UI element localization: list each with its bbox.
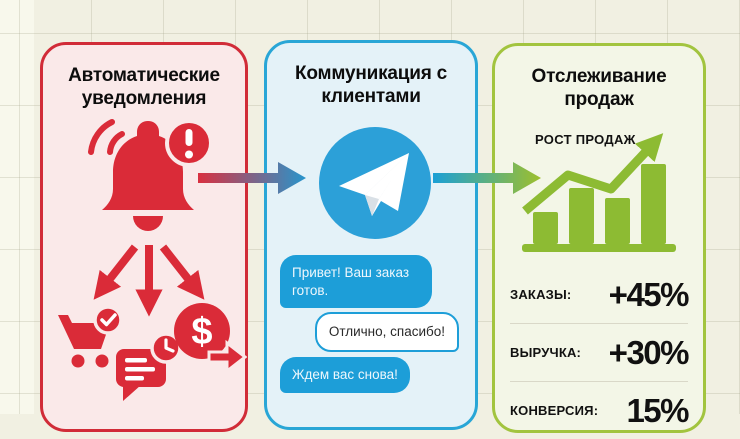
chart-title: РОСТ ПРОДАЖ xyxy=(535,132,636,147)
stat-label: ВЫРУЧКА: xyxy=(510,345,582,360)
stat-row-revenue: ВЫРУЧКА: +30% xyxy=(510,324,690,382)
panel-tracking: Отслеживание продаж РОСТ ПРОДАЖ ЗАКАЗЫ: … xyxy=(492,43,706,433)
stat-value: 15% xyxy=(626,391,689,429)
stat-label: КОНВЕРСИЯ: xyxy=(510,403,599,418)
svg-text:$: $ xyxy=(191,311,212,353)
sales-bar-chart xyxy=(522,133,676,252)
panel-notifications: Автоматические уведомления xyxy=(40,42,248,432)
stats-list: ЗАКАЗЫ: +45% ВЫРУЧКА: +30% КОНВЕРСИЯ: 15… xyxy=(510,266,690,439)
chat-message-business-1: Привет! Ваш заказ готов. xyxy=(280,255,432,309)
bell-alert-icon xyxy=(88,119,213,231)
stat-label: ЗАКАЗЫ: xyxy=(510,287,572,302)
chart-baseline xyxy=(522,244,676,252)
stat-value: +30% xyxy=(608,333,690,371)
fan-arrows-icon xyxy=(93,244,205,317)
telegram-icon xyxy=(319,127,431,239)
panel-tracking-title: Отслеживание продаж xyxy=(531,66,667,111)
chat-message-business-2: Ждем вас снова! xyxy=(280,357,410,393)
flow-arrow-blue-to-green xyxy=(433,162,541,194)
chart-bars xyxy=(533,164,666,244)
paper-margin-strip xyxy=(0,0,34,414)
panel-communication: Коммуникация с клиентами Привет! Ваш зак… xyxy=(264,40,478,430)
flow-arrow-red-to-blue xyxy=(198,162,306,194)
panel-notifications-title: Автоматические уведомления xyxy=(68,65,220,110)
stat-value: +45% xyxy=(608,275,690,313)
cart-check-icon xyxy=(58,305,123,368)
chart-trend-line xyxy=(522,133,664,215)
stat-row-orders: ЗАКАЗЫ: +45% xyxy=(510,266,690,324)
panel-communication-title: Коммуникация с клиентами xyxy=(294,63,448,108)
chat-message-client: Отлично, спасибо! xyxy=(314,312,459,352)
stat-row-conversion: КОНВЕРСИЯ: 15% xyxy=(510,382,689,439)
dollar-arrow-icon: $ xyxy=(174,303,247,375)
chat-clock-icon xyxy=(116,332,182,401)
